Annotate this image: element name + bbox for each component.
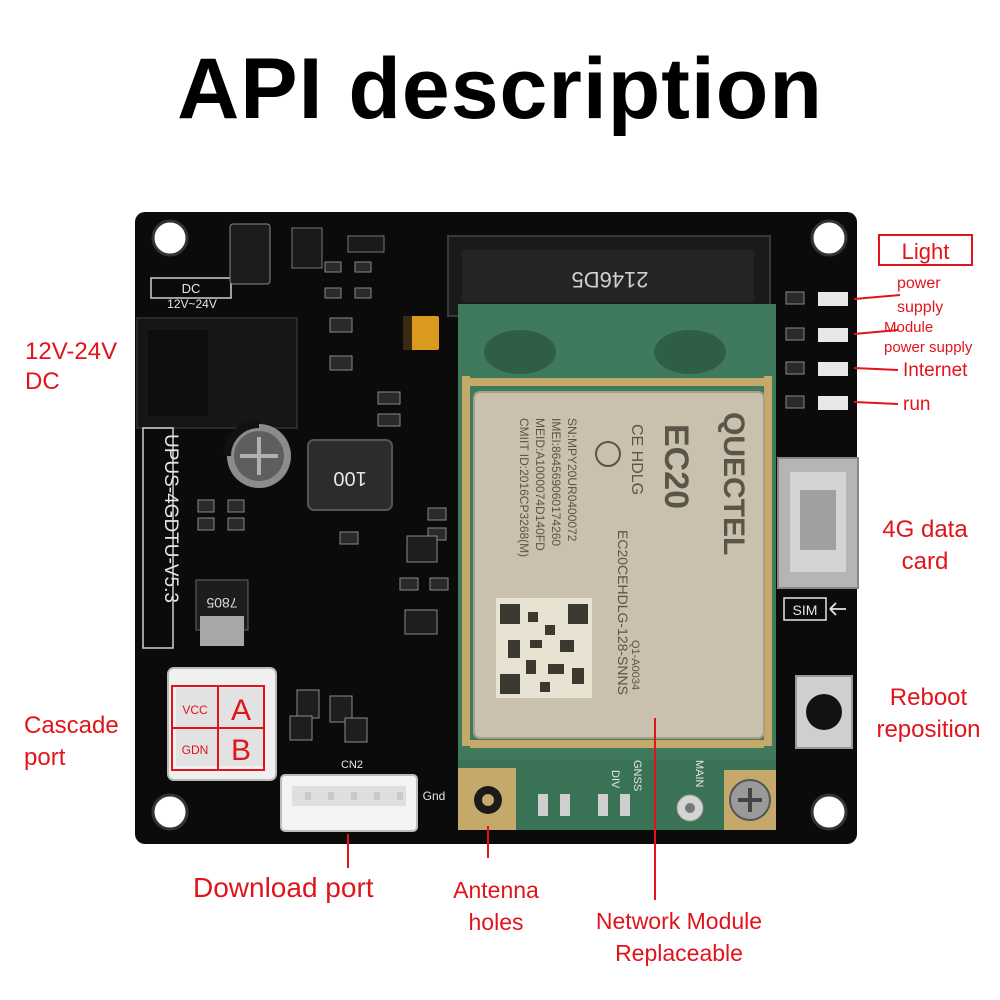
cascade-a: A [231, 694, 251, 727]
dc-label-line1: 12V-24V [25, 338, 118, 365]
cascade-gnd: GDN [182, 743, 209, 757]
light-heading-label: Light [878, 234, 973, 266]
gnss-silk: GNSS [631, 760, 643, 791]
voltage-silk: 12V~24V [167, 297, 217, 311]
module-power-supply-label: Module power supply [884, 318, 972, 358]
antenna-label-line1: Antenna [453, 877, 539, 903]
dc-input-label: 12V-24V DC [25, 337, 117, 397]
download-connector [280, 774, 418, 832]
voltage-regulator: 7805 [195, 579, 249, 646]
annotation-pointers [347, 294, 901, 900]
network-module-label: Network Module Replaceable [574, 905, 784, 969]
mounting-holes [151, 219, 848, 831]
run-label: run [903, 394, 931, 415]
power-label-line1: power [897, 275, 941, 292]
reboot-label: Reboot reposition [866, 682, 991, 746]
download-port-label: Download port [193, 872, 374, 903]
model-silk: UPUS-4GDTU-V5.3 [160, 434, 181, 603]
qr-code [496, 598, 592, 698]
cascade-label-line1: Cascade [24, 712, 119, 739]
cascade-connector [167, 667, 277, 781]
cascade-label-line2: port [24, 744, 66, 771]
data-card-label: 4G data card [870, 514, 980, 578]
power-supply-label: power supply [897, 272, 943, 320]
arrow-left-icon [829, 602, 846, 616]
module-name: EC20 [657, 424, 695, 509]
sim-card-slot [777, 457, 859, 589]
module-sn: SN:MPY20UR0400072 [565, 418, 579, 542]
cn2-silk: CN2 [341, 759, 363, 771]
network-label-line1: Network Module [595, 908, 763, 934]
module-variant: EC20CEHDLG-128-SNNS [615, 530, 631, 695]
antenna-label-line2: holes [468, 909, 524, 935]
status-leds [785, 291, 848, 410]
ccc-mark-icon [595, 441, 621, 467]
network-module [458, 304, 776, 830]
reboot-label-line1: Reboot [889, 684, 968, 711]
power-label-line2: supply [897, 299, 944, 316]
module-batch: Q1-A0034 [629, 640, 641, 690]
module-cmiit: CMIIT ID:2016CP3268(M) [517, 418, 531, 557]
dc-jack [136, 317, 298, 429]
cascade-port-label: Cascade port [24, 710, 119, 774]
card-label-line1: 4G data [882, 516, 968, 543]
cascade-vcc: VCC [182, 703, 208, 717]
module-meid: MEID:A1000074D140FD [533, 418, 547, 551]
module-power-label-line1: Module [884, 319, 934, 336]
network-label-line2: Replaceable [615, 940, 743, 966]
antenna-holes-label: Antenna holes [432, 874, 560, 938]
power-inductor: 100 [307, 439, 393, 511]
dc-label-line2: DC [25, 368, 60, 395]
sim-silk: SIM [793, 602, 818, 618]
module-brand: QUECTEL [717, 412, 750, 555]
card-label-line2: card [901, 548, 949, 575]
gnd-silk: Gnd [423, 789, 446, 803]
module-imei: IMEI:864569060174260 [549, 418, 563, 546]
module-power-label-line2: power supply [884, 339, 973, 356]
inductor-value: 100 [333, 467, 366, 489]
main-silk: MAIN [693, 760, 705, 788]
regulator-text: 7805 [206, 595, 237, 611]
div-silk: DIV [609, 770, 621, 789]
reboot-label-line2: reposition [876, 716, 981, 743]
dc-silk: DC [182, 281, 201, 296]
electrolytic-capacitor [223, 420, 291, 488]
cascade-b: B [231, 734, 251, 767]
reset-button-switch [795, 675, 853, 749]
module-cert: CE HDLG [628, 424, 645, 495]
connector-code: 2146D5 [571, 267, 648, 292]
minipcie-socket: 2146D5 [447, 235, 771, 317]
page-title: API description [177, 41, 823, 137]
internet-label: Internet [903, 360, 968, 381]
